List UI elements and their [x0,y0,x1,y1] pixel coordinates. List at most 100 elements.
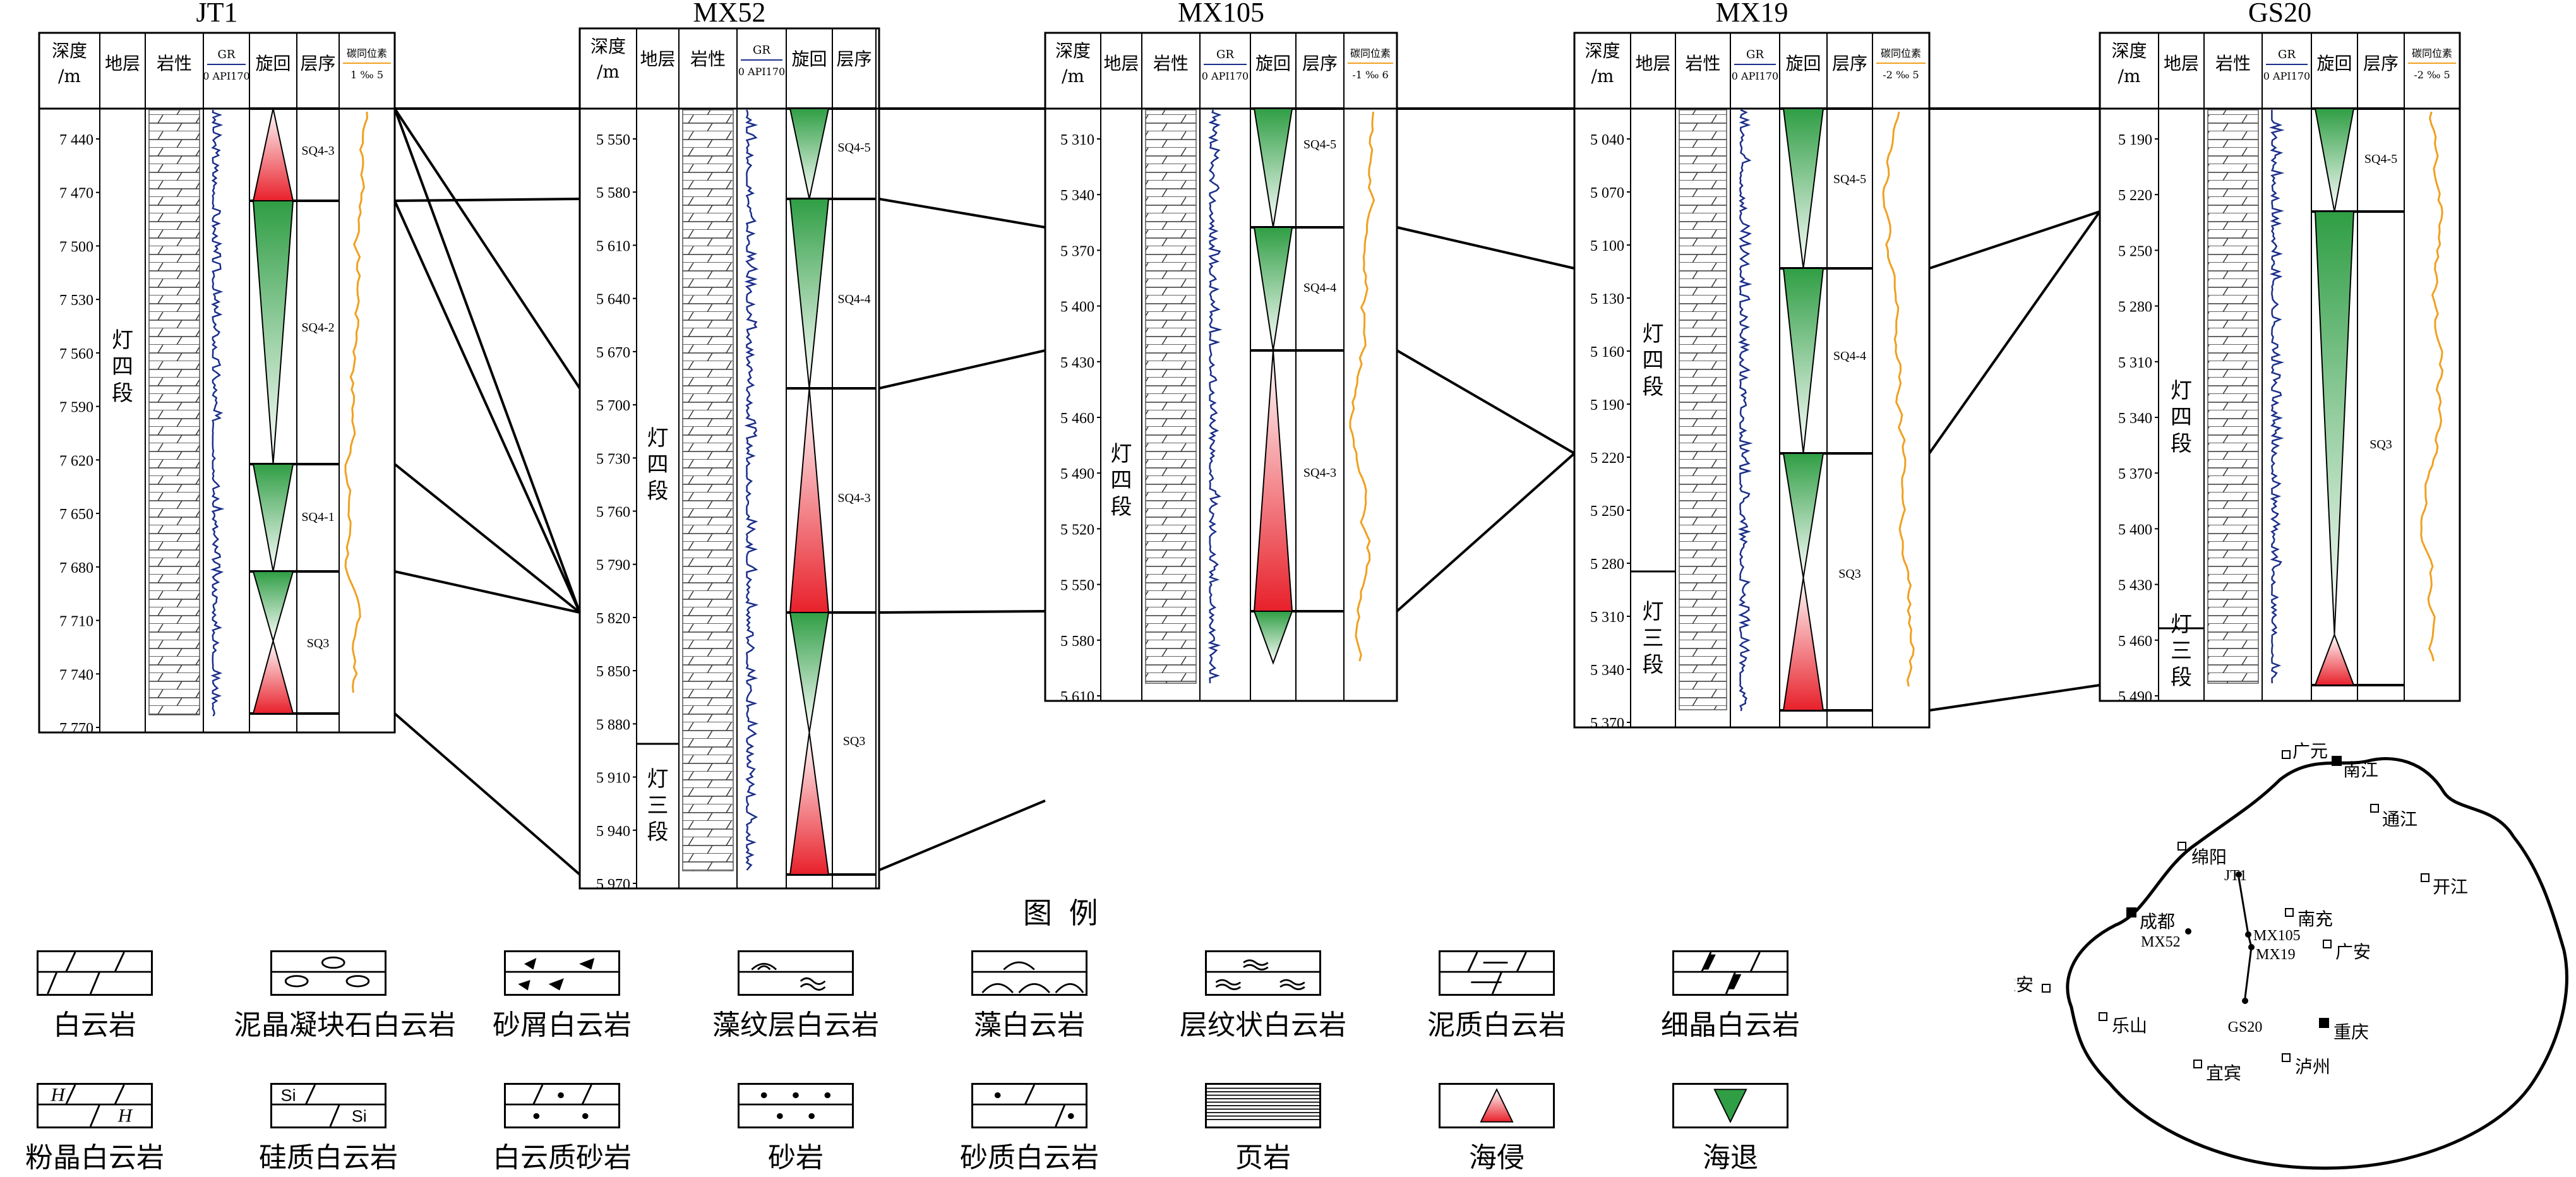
depth-tick: 7 620 [59,453,93,469]
depth-tick: 5 580 [1060,633,1094,650]
depth-tick: 7 650 [59,506,93,523]
legend-swatch [971,950,1087,996]
depth-tick: 7 530 [59,292,93,309]
regression-triangle [1782,453,1824,578]
city-marker [2285,908,2294,917]
header-litho: 岩性 [157,53,192,74]
legend-label: 白云岩 [53,1009,136,1041]
regression-triangle [252,463,294,572]
legend-label: 泥晶凝块石白云岩 [234,1009,456,1041]
header-depth-unit: /m [2118,66,2141,87]
depth-tick: 7 590 [59,400,93,416]
seq-label: SQ4-4 [837,292,870,306]
header-gr-scale: 0 API170 [738,66,785,78]
header-litho: 岩性 [2215,53,2251,74]
depth-tick: 5 970 [596,876,630,893]
seq-label: SQ4-5 [1833,172,1866,186]
map-label: 雅安 [2015,974,2034,995]
map-label: MX19 [2256,947,2296,963]
legend-swatch [504,950,620,996]
header-strat: 地层 [2164,53,2199,74]
city-marker [2193,1060,2202,1068]
regression-triangle [1253,108,1293,228]
header-litho: 岩性 [1153,53,1189,74]
regression-triangle [2314,211,2355,635]
regression-triangle [1782,108,1824,269]
strat-label: 灯四段 [2171,378,2192,457]
map-label: 通江 [2382,809,2417,830]
header-seq: 层序 [300,53,335,74]
depth-tick: 7 710 [59,614,93,630]
regression-triangle [252,200,294,465]
depth-tick: 5 310 [2118,355,2152,371]
correlation-line [1928,210,2101,455]
map-label: 绵阳 [2191,847,2227,868]
header-seq: 层序 [2363,53,2399,74]
header-depth: 深度 [590,36,626,57]
regression-triangle [789,198,830,389]
correlation-line [878,799,1046,871]
well-marker [2245,931,2251,938]
depth-tick: 7 440 [59,132,93,148]
depth-tick: 5 040 [1590,132,1624,148]
map-label: MX105 [2253,928,2301,944]
legend-item-sandstone: 砂岩 [701,1083,890,1175]
depth-tick: 5 280 [1590,556,1624,573]
depth-tick: 5 190 [2118,132,2152,148]
depth-tick: 5 820 [596,611,630,627]
legend-item-algal-dolomite: 藻白云岩 [935,950,1124,1043]
depth-tick: 5 640 [596,292,630,308]
depth-tick: 7 560 [59,346,93,362]
depth-tick: 7 680 [59,560,93,577]
gr-curve [2268,110,2285,684]
header-gr-scale: 0 API170 [203,70,249,82]
correlation-line [1929,684,2100,712]
legend-label: 藻白云岩 [974,1009,1085,1041]
header-iso-scale: -2 ‰ 5 [1883,69,1919,81]
depth-tick: 5 340 [1060,188,1094,204]
well-marker [2242,998,2248,1004]
city-marker [2282,1053,2291,1062]
depth-tick: 5 460 [1060,410,1094,427]
seq-label: SQ3 [843,734,866,748]
legend-swatch [1672,950,1788,996]
correlation-line [393,107,581,390]
legend-title: 图 例 [1023,896,1102,930]
legend-item-calcarenite-dolomite: 砂屑白云岩 [467,950,657,1043]
strat-label: 灯三段 [647,767,669,845]
city-marker [2178,842,2186,851]
gr-curve [1207,109,1223,684]
header-cycle: 旋回 [1785,53,1821,74]
legend-label: 砂岩 [768,1142,824,1174]
depth-tick: 5 760 [596,505,630,521]
seq-label: SQ4-2 [301,321,334,335]
legend-item-shale: 页岩 [1168,1083,1358,1175]
isotope-curve [1882,111,1915,687]
regression-triangle [252,571,294,643]
isotope-curve [1349,111,1375,662]
header-iso: 碳同位素 [1881,47,1921,59]
depth-tick: 5 790 [596,558,630,574]
transgression-triangle [1782,577,1824,711]
transgression-triangle [252,638,294,714]
header-cycle: 旋回 [255,53,291,74]
regression-triangle [1253,227,1293,351]
seq-label: SQ4-5 [1303,138,1336,152]
header-depth-unit: /m [597,61,620,82]
city-marker-major [2319,1018,2329,1028]
legend-item-regression: 海退 [1636,1083,1825,1175]
well-marker [2185,928,2191,935]
legend-label: 粉晶白云岩 [25,1142,164,1174]
depth-tick: 7 500 [59,239,93,255]
depth-tick: 5 430 [1060,355,1094,371]
regression-triangle [1782,268,1824,454]
depth-tick: 5 130 [1590,291,1624,308]
header-depth: 深度 [52,40,87,61]
basin-outline [2066,757,2568,1170]
correlation-line [393,108,581,613]
depth-tick: 5 070 [1590,185,1624,201]
legend-swatch [270,950,386,996]
